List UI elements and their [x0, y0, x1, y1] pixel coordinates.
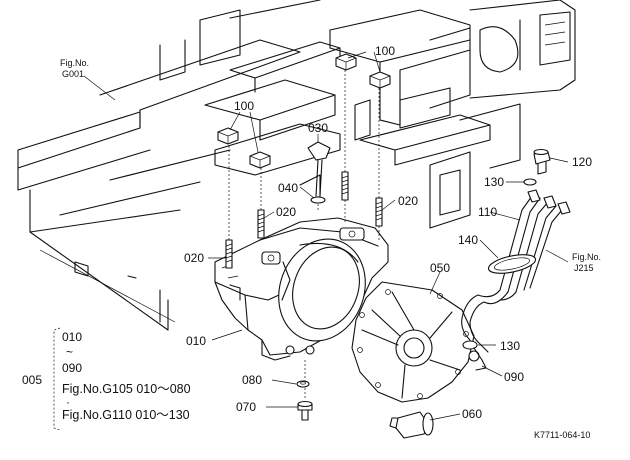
label-part-120: 120 — [572, 155, 592, 169]
drawing-code: K7711-064-10 — [534, 430, 590, 440]
label-part-040: 040 — [278, 181, 298, 195]
washer-080 — [296, 380, 310, 388]
drain-plug — [389, 411, 434, 439]
fig-j215-line1: Fig.No. — [572, 252, 601, 262]
label-part-080: 080 — [242, 373, 262, 387]
label-part-140: 140 — [458, 233, 478, 247]
range-start: 010 — [62, 330, 82, 344]
label-part-005: 005 — [22, 373, 42, 387]
label-part-020-a: 020 — [276, 205, 296, 219]
nuts-100 — [217, 53, 391, 169]
bolt-070 — [297, 358, 313, 421]
label-part-100-a: 100 — [375, 44, 395, 58]
label-part-110: 110 — [478, 205, 497, 219]
range-end: 090 — [62, 361, 82, 375]
ref-dot: · — [66, 395, 70, 409]
label-part-060: 060 — [462, 407, 482, 421]
hose-assembly — [461, 148, 571, 371]
label-part-010: 010 — [186, 334, 206, 348]
studs-020 — [225, 62, 383, 269]
leader-lines — [83, 51, 569, 421]
label-part-090: 090 — [504, 370, 524, 384]
ref-g105: Fig.No.G105 010～080 — [62, 382, 191, 396]
label-part-020-b: 020 — [398, 194, 418, 208]
o-ring-040 — [310, 196, 326, 204]
fig-g001-line2: G001 — [62, 69, 84, 79]
chassis-frame — [17, 0, 576, 331]
label-part-100-b: 100 — [234, 99, 254, 113]
ref-g110: Fig.No.G110 010～130 — [62, 408, 190, 422]
transmission-case — [214, 217, 389, 361]
dipstick-030 — [307, 141, 331, 212]
label-part-050: 050 — [430, 261, 450, 275]
callout-labels: Fig.No. G001 100 100 030 040 020 020 020… — [22, 44, 601, 440]
label-part-130-b: 130 — [500, 339, 520, 353]
range-tilde: ~ — [66, 345, 73, 359]
label-part-030: 030 — [308, 121, 328, 135]
fig-j215-line2: J215 — [574, 263, 594, 273]
label-part-070: 070 — [236, 400, 256, 414]
label-part-130-a: 130 — [484, 175, 504, 189]
range-bracket-005 — [53, 327, 61, 431]
fig-g001-line1: Fig.No. — [60, 58, 89, 68]
label-part-020-c: 020 — [184, 251, 204, 265]
clutch-cover — [351, 281, 480, 403]
